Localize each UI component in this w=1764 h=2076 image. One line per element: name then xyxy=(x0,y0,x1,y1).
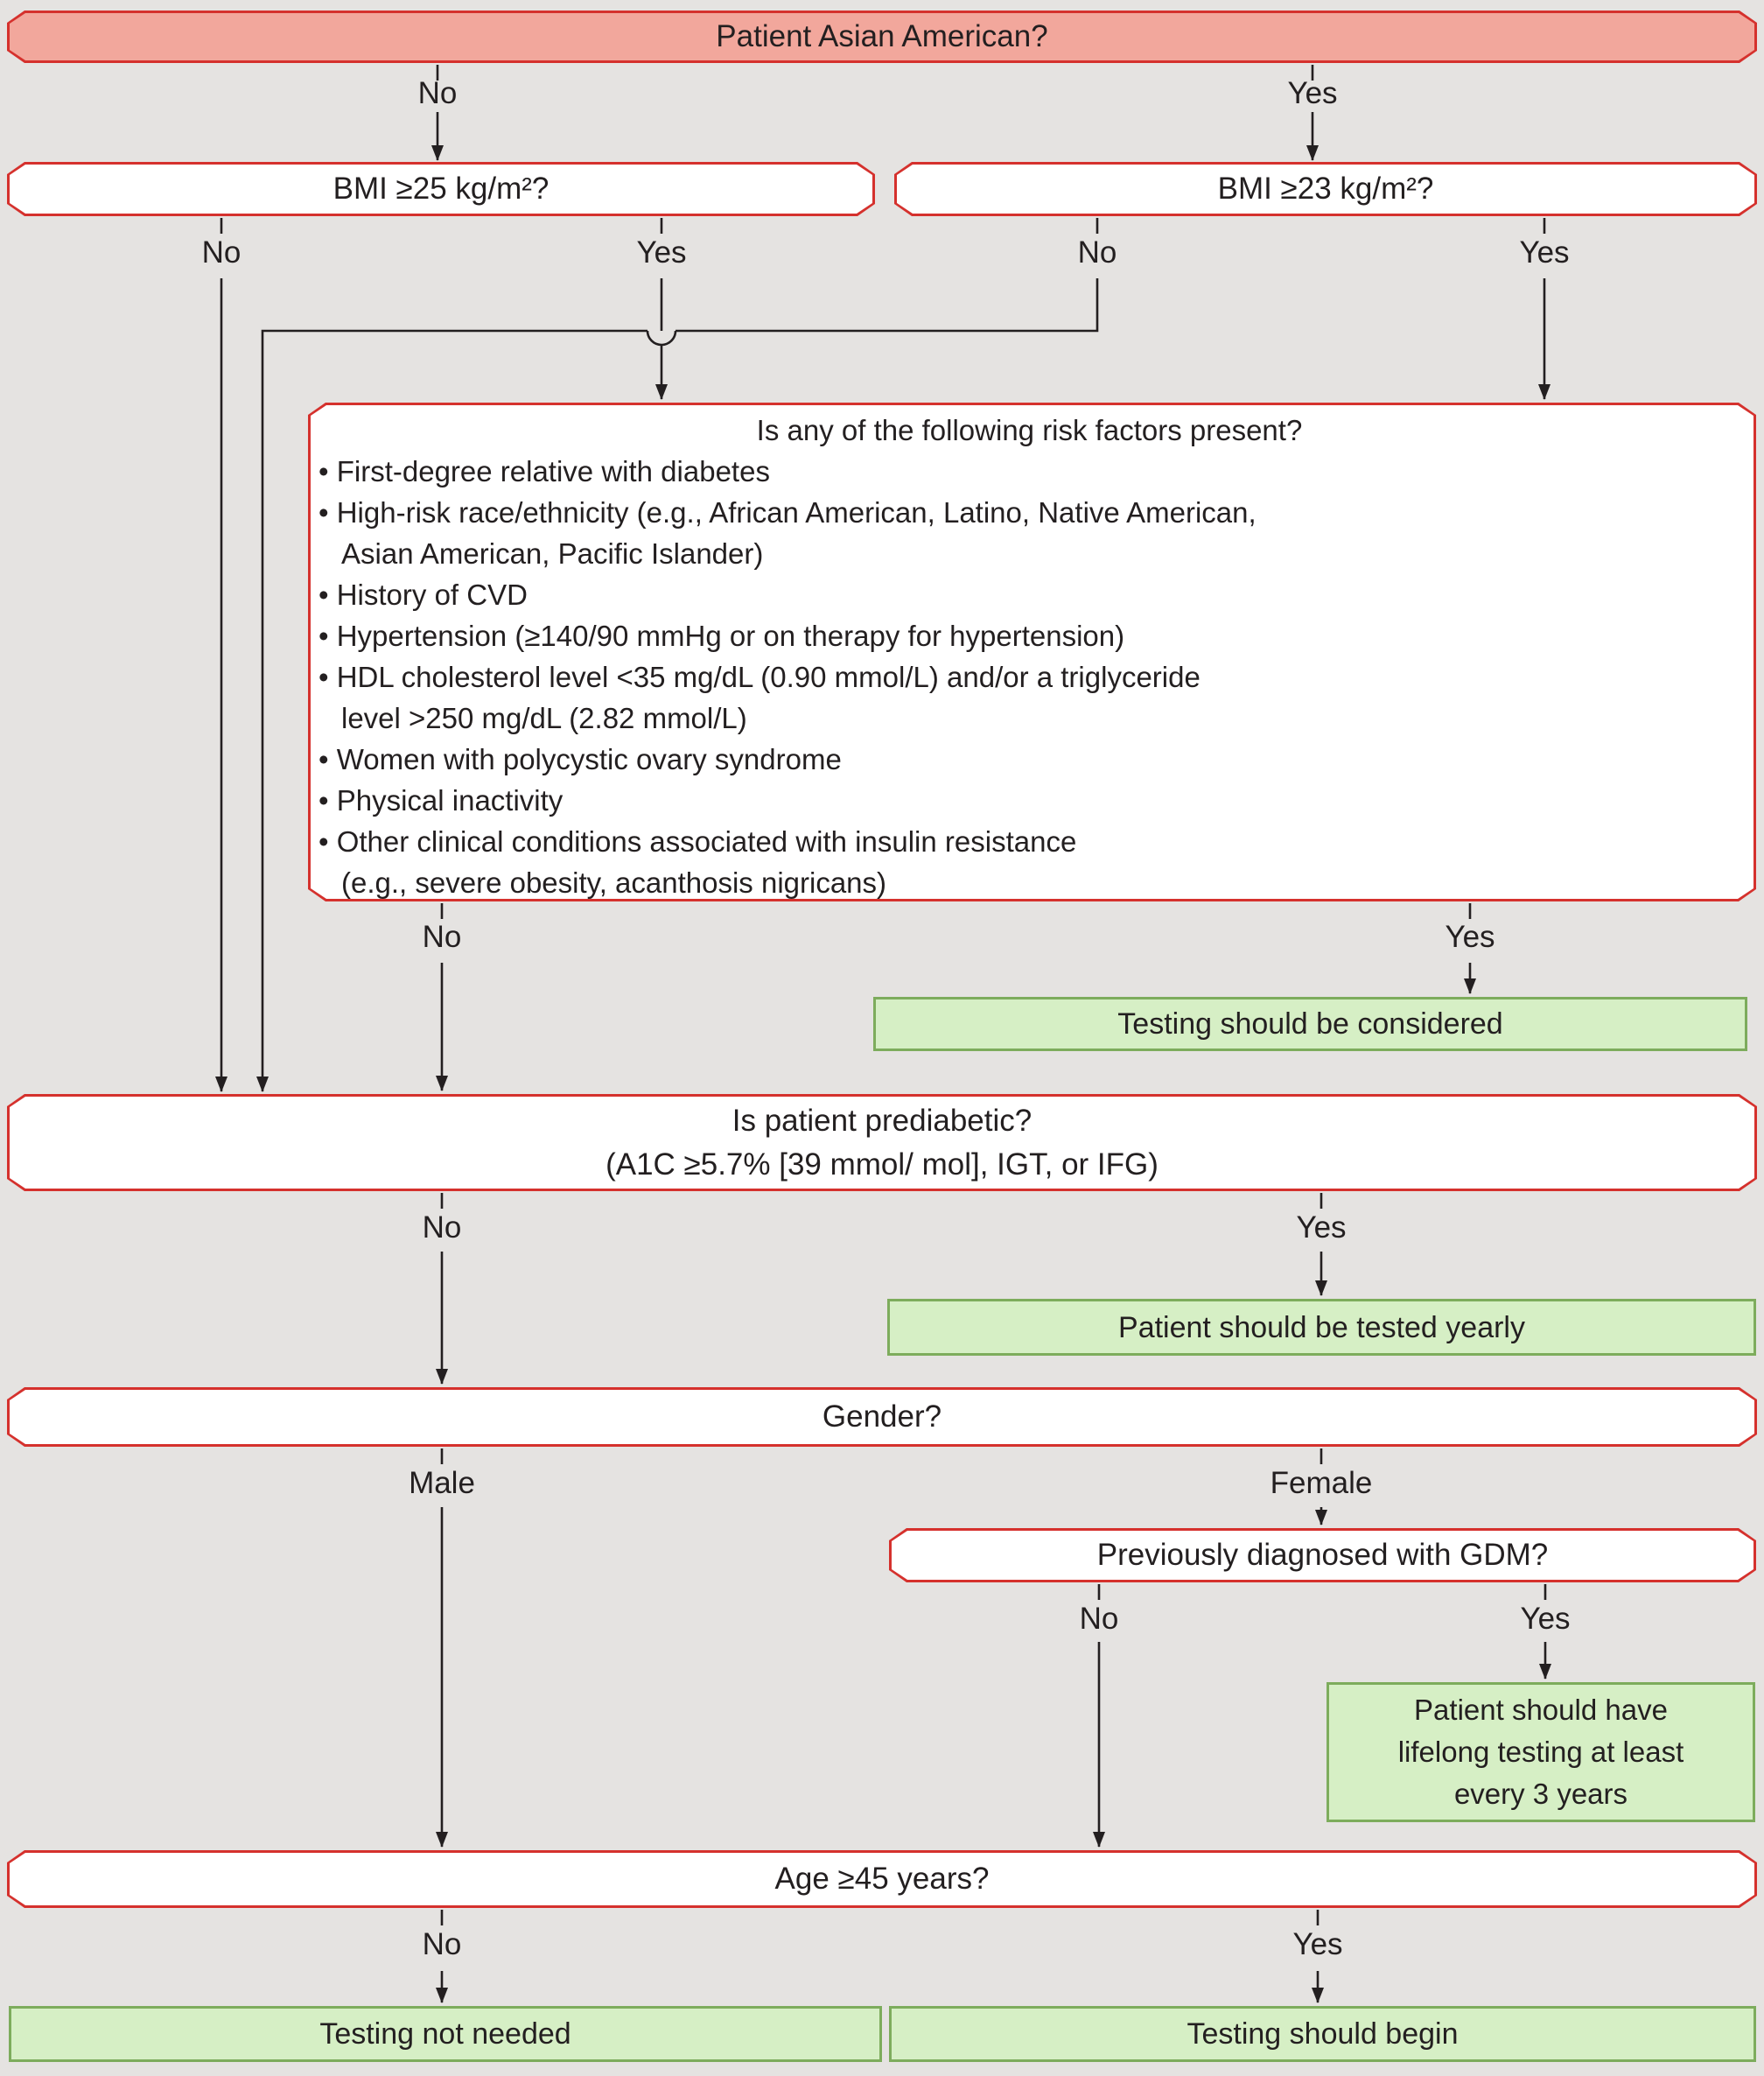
node-fill xyxy=(10,165,872,214)
edge-label-risk-no: No xyxy=(422,920,462,954)
node-question-gender: Gender? xyxy=(7,1387,1757,1447)
node-question-age: Age ≥45 years? xyxy=(7,1850,1757,1908)
risk-factor-item: • High-risk race/ethnicity (e.g., Africa… xyxy=(318,496,1256,529)
risk-factor-item: • Hypertension (≥140/90 mmHg or on thera… xyxy=(318,620,1125,652)
node-start-label: Patient Asian American? xyxy=(716,19,1048,53)
risk-factors-content: Is any of the following risk factors pre… xyxy=(308,403,1756,901)
edge-label-bmi23-yes: Yes xyxy=(1519,235,1570,270)
edge-label-prediabetic-yes: Yes xyxy=(1296,1210,1347,1245)
node-question-gdm-label: Previously diagnosed with GDM? xyxy=(1096,1538,1549,1572)
edge-label-gdm-no: No xyxy=(1079,1602,1119,1636)
edge-label-prediabetic-no: No xyxy=(422,1210,462,1245)
risk-factor-item: • First-degree relative with diabetes xyxy=(318,455,770,487)
node-outcome-testing-should-begin: Testing should begin xyxy=(889,2006,1756,2062)
risk-factors-title: Is any of the following risk factors pre… xyxy=(756,414,1303,446)
edge-label-risk-yes: Yes xyxy=(1445,920,1495,954)
risk-factor-item: • Women with polycystic ovary syndrome xyxy=(318,743,842,775)
node-fill xyxy=(10,1390,1754,1444)
node-fill xyxy=(10,13,1754,60)
edge-label-gender-female: Female xyxy=(1270,1466,1373,1500)
node-question-bmi23-label: BMI ≥23 kg/m²? xyxy=(1217,172,1434,206)
edge-label-bmi25-yes: Yes xyxy=(636,235,687,270)
node-outcome-testing-considered: Testing should be considered xyxy=(873,997,1747,1051)
edge-label-age-yes: Yes xyxy=(1292,1927,1343,1961)
edge-label-gdm-yes: Yes xyxy=(1520,1602,1571,1636)
node-outcome-lifelong-testing: Patient should have lifelong testing at … xyxy=(1326,1682,1755,1822)
node-question-prediabetic-label: Is patient prediabetic? (A1C ≥5.7% [39 m… xyxy=(606,1103,1158,1182)
node-question-gdm: Previously diagnosed with GDM? xyxy=(889,1528,1756,1582)
node-fill xyxy=(892,1531,1754,1580)
edge-label-asian-no: No xyxy=(417,76,458,110)
edge-label-bmi25-no: No xyxy=(201,235,242,270)
node-start-patient-asian-american: Patient Asian American? xyxy=(7,11,1757,63)
risk-factor-item: • History of CVD xyxy=(318,579,528,611)
node-question-prediabetic: Is patient prediabetic? (A1C ≥5.7% [39 m… xyxy=(7,1094,1757,1191)
risk-factor-item: • Physical inactivity xyxy=(318,784,564,817)
node-outcome-tested-yearly: Patient should be tested yearly xyxy=(887,1299,1756,1356)
node-fill xyxy=(10,1097,1754,1189)
edge-label-bmi23-no: No xyxy=(1077,235,1117,270)
node-question-bmi25-label: BMI ≥25 kg/m²? xyxy=(332,172,550,206)
node-question-risk-factors: Is any of the following risk factors pre… xyxy=(308,403,1756,901)
node-question-bmi25: BMI ≥25 kg/m²? xyxy=(7,162,875,216)
risk-factor-item: • HDL cholesterol level <35 mg/dL (0.90 … xyxy=(318,661,1200,693)
edge-label-age-no: No xyxy=(422,1927,462,1961)
risk-factor-item-continuation: level >250 mg/dL (2.82 mmol/L) xyxy=(341,702,747,734)
edge-label-gender-male: Male xyxy=(409,1466,475,1500)
node-fill xyxy=(897,165,1754,214)
risk-factor-item-continuation: (e.g., severe obesity, acanthosis nigric… xyxy=(341,866,887,899)
edge-label-asian-yes: Yes xyxy=(1287,76,1338,110)
node-question-age-label: Age ≥45 years? xyxy=(774,1862,990,1896)
node-question-bmi23: BMI ≥23 kg/m²? xyxy=(894,162,1757,216)
risk-factor-item: • Other clinical conditions associated w… xyxy=(318,825,1077,858)
node-fill xyxy=(311,405,1754,899)
node-outcome-testing-not-needed: Testing not needed xyxy=(9,2006,882,2062)
risk-factor-item-continuation: Asian American, Pacific Islander) xyxy=(341,537,764,570)
node-question-gender-label: Gender? xyxy=(822,1399,942,1434)
node-fill xyxy=(10,1853,1754,1905)
